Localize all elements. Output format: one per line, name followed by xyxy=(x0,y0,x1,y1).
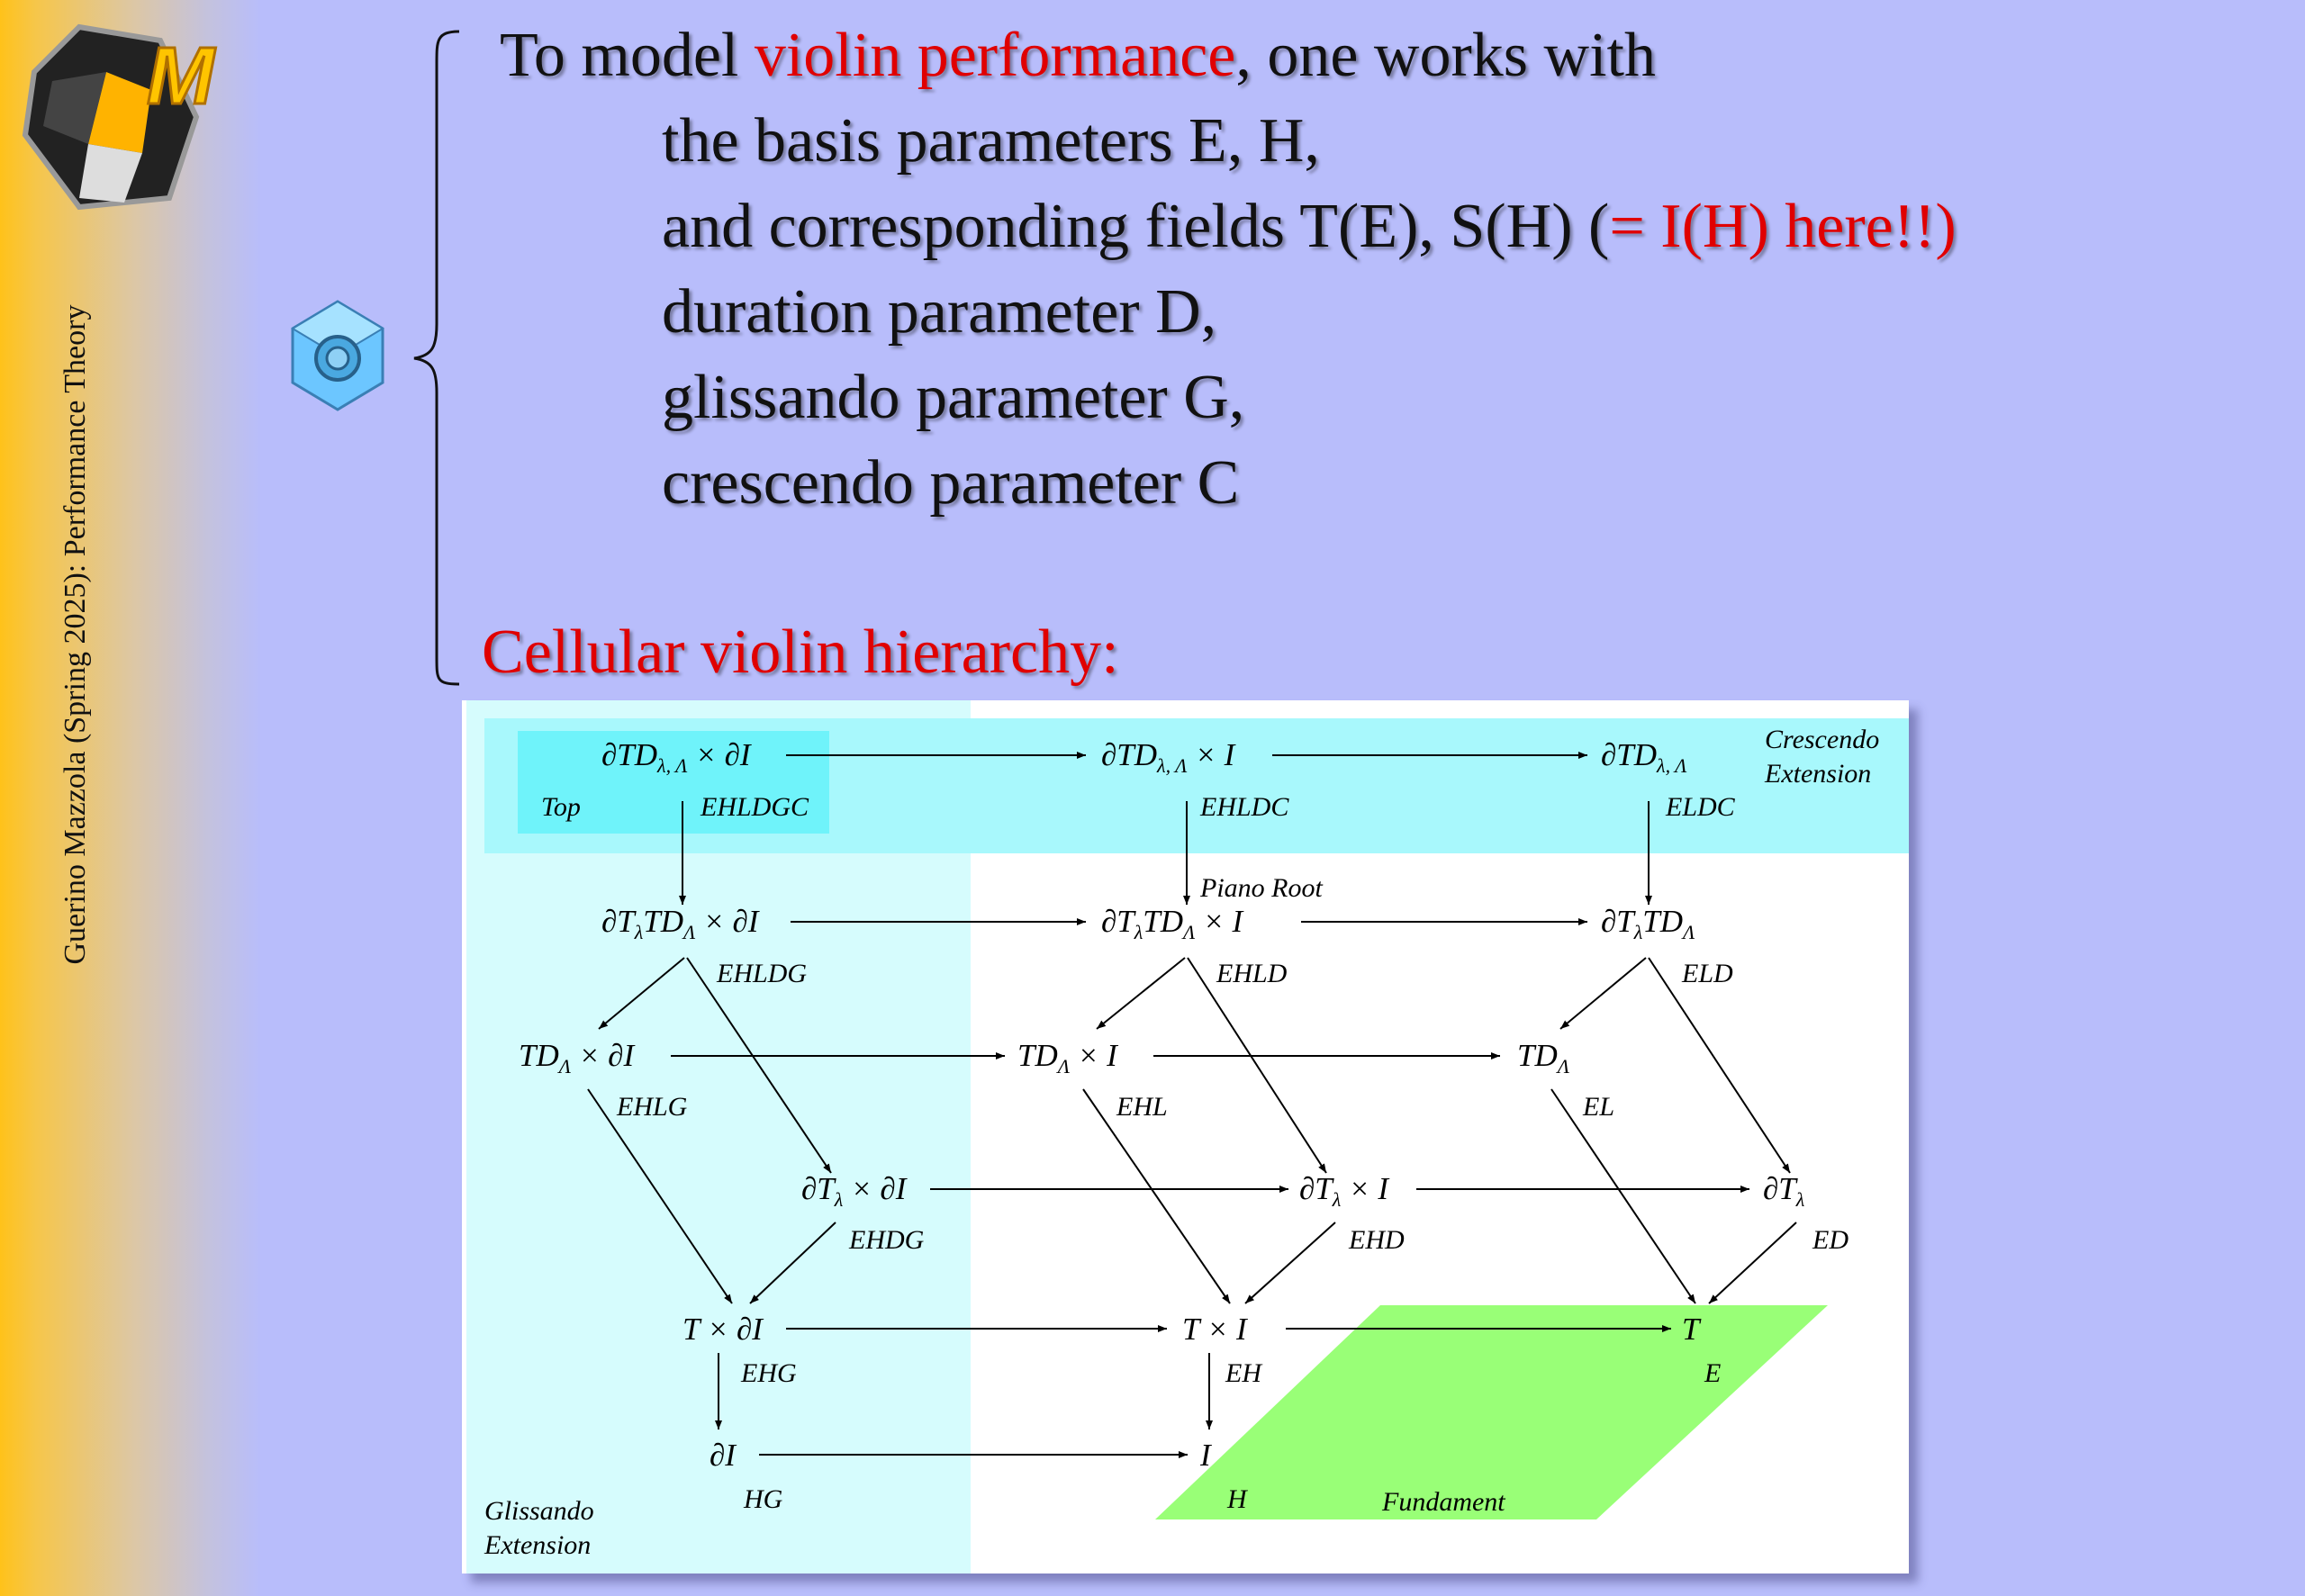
arrow-n10-n13 xyxy=(749,1222,836,1304)
vertical-course-caption: Guerino Mazzola (Spring 2025): Performan… xyxy=(59,304,92,965)
text-line-3-start: and corresponding fields T(E), S(H) ( xyxy=(662,192,1610,261)
node-n16-label: HG xyxy=(743,1484,783,1514)
crescendo-label-1: Crescendo xyxy=(1765,725,1879,754)
node-n4: ∂TλTDΛ × ∂I xyxy=(601,904,761,943)
node-n2: ∂TDλ, Λ × I xyxy=(1101,737,1237,777)
text-line-2: the basis parameters E, H, xyxy=(662,106,1320,176)
node-n7-label: EHLG xyxy=(616,1092,688,1122)
node-n5: ∂TλTDΛ × I xyxy=(1101,904,1244,943)
arrow-n7-n13 xyxy=(587,1088,733,1304)
svg-text:M: M xyxy=(147,32,216,122)
piano-root-label: Piano Root xyxy=(1199,873,1323,903)
node-n3: ∂TDλ, Λ xyxy=(1601,737,1687,777)
arrow-n5-n11 xyxy=(1187,957,1327,1174)
node-n7: TDΛ × ∂I xyxy=(519,1038,636,1078)
crescendo-label-2: Extension xyxy=(1764,759,1871,789)
text-line-1: To model violin performance, one works w… xyxy=(500,20,1656,92)
fundament-region xyxy=(1155,1305,1828,1519)
node-n11-label: EHD xyxy=(1348,1225,1405,1255)
node-n10-label: EHDG xyxy=(848,1225,925,1255)
violin-performance-highlight: violin performance xyxy=(754,21,1236,90)
node-n9: TDΛ xyxy=(1517,1038,1570,1078)
node-n9-label: EL xyxy=(1582,1092,1614,1122)
arrow-n5-n8 xyxy=(1096,957,1186,1030)
arrow-n12-n15 xyxy=(1708,1222,1797,1304)
curly-brace-icon xyxy=(413,30,460,686)
node-n15-label: E xyxy=(1704,1358,1721,1388)
text-line-5: glissando parameter G, xyxy=(662,363,1245,432)
node-n3-label: ELDC xyxy=(1665,792,1736,822)
node-n15: T xyxy=(1682,1312,1702,1347)
node-n1: ∂TDλ, Λ × ∂I xyxy=(601,737,753,777)
node-n5-label: EHLD xyxy=(1216,959,1288,988)
node-n8-label: EHL xyxy=(1116,1092,1168,1122)
node-n4-label: EHLDG xyxy=(716,959,807,988)
text-line-6: crescendo parameter C xyxy=(662,448,1240,518)
node-n17: I xyxy=(1199,1438,1213,1473)
arrow-n4-n10 xyxy=(686,957,832,1174)
arrow-n11-n14 xyxy=(1244,1222,1336,1304)
node-n8: TDΛ × I xyxy=(1017,1038,1119,1078)
node-n12: ∂Tλ xyxy=(1763,1171,1804,1211)
text-line-3-highlight: = I(H) here!!) xyxy=(1609,192,1957,261)
node-n17-label: H xyxy=(1226,1484,1249,1514)
node-n2-label: EHLDC xyxy=(1199,792,1289,822)
left-sidebar-band xyxy=(0,0,261,1596)
node-n13-label: EHG xyxy=(740,1358,797,1388)
node-n6: ∂TλTDΛ xyxy=(1601,904,1695,943)
node-n11: ∂Tλ × I xyxy=(1299,1171,1390,1211)
node-n14-label: EH xyxy=(1225,1358,1263,1388)
glissando-label-1: Glissando xyxy=(484,1496,594,1526)
text-line-3: and corresponding fields T(E), S(H) (= I… xyxy=(662,191,1957,263)
text-line-4: duration parameter D, xyxy=(662,277,1217,347)
arrow-n6-n9 xyxy=(1559,957,1647,1030)
top-label: Top xyxy=(541,792,581,822)
node-n10: ∂Tλ × ∂I xyxy=(801,1171,908,1211)
hierarchy-arrows xyxy=(587,752,1797,1458)
fundament-label: Fundament xyxy=(1381,1487,1505,1517)
text-line-1-end: , one works with xyxy=(1235,21,1656,90)
arrow-n4-n7 xyxy=(598,957,685,1030)
top-node-highlight xyxy=(518,731,829,834)
arrow-n8-n14 xyxy=(1082,1088,1231,1304)
node-n16: ∂I xyxy=(710,1438,737,1473)
glissando-label-2: Extension xyxy=(484,1530,591,1560)
cellular-violin-hierarchy-diagram: Crescendo Extension Glissando Extension … xyxy=(462,700,1909,1573)
node-n14: T × I xyxy=(1182,1312,1249,1347)
node-n12-label: ED xyxy=(1812,1225,1849,1255)
node-n6-label: ELD xyxy=(1681,959,1733,988)
arrow-n9-n15 xyxy=(1550,1088,1696,1304)
text-line-1-start: To model xyxy=(500,21,755,90)
arrow-n6-n12 xyxy=(1648,957,1791,1174)
mazzola-logo-icon: M xyxy=(22,23,218,211)
node-n13: T × ∂I xyxy=(682,1312,764,1347)
node-n1-label: EHLDGC xyxy=(700,792,809,822)
cube-bullet-icon xyxy=(291,300,384,411)
cellular-hierarchy-heading: Cellular violin hierarchy: xyxy=(482,618,1119,687)
